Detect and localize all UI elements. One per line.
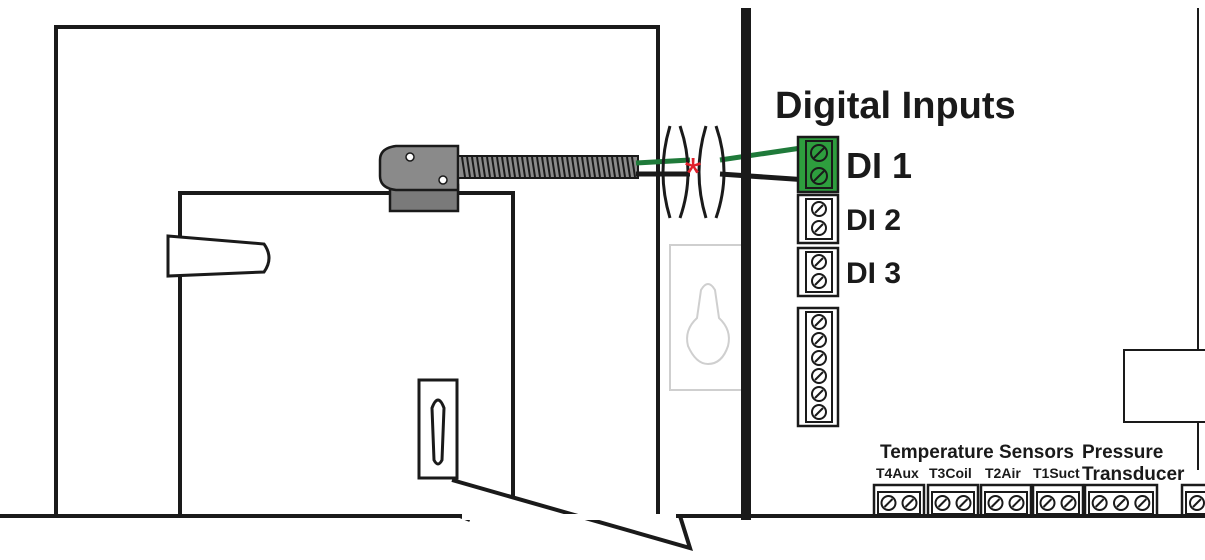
t4aux-label: T4Aux xyxy=(876,465,919,481)
terminal-screw-slot xyxy=(1137,498,1148,508)
cable-coil-line xyxy=(471,156,476,178)
cable-coil-line xyxy=(601,156,606,178)
cable-coil-line xyxy=(576,156,581,178)
terminal-screw-slot xyxy=(958,498,969,508)
terminal-screw-slot xyxy=(814,335,824,345)
cable-coil-line xyxy=(501,156,506,178)
terminal-screw-slot xyxy=(1011,498,1022,508)
mounting-keyhole-plate xyxy=(669,244,746,391)
cable-coil-line xyxy=(616,156,621,178)
di1-terminal-block xyxy=(796,135,840,194)
di3-terminal-block xyxy=(796,246,840,298)
terminal-screw-slot xyxy=(1192,498,1202,508)
cable-coil-line xyxy=(531,156,536,178)
cable-coil-line xyxy=(481,156,486,178)
cable-coil-line xyxy=(571,156,576,178)
cable-coil-line xyxy=(561,156,566,178)
terminal-screw-slot xyxy=(814,353,824,363)
cable-coil-line xyxy=(526,156,531,178)
t1suct-label: T1Suct xyxy=(1033,465,1080,481)
di2-label: DI 2 xyxy=(846,204,901,237)
temperature-sensors-title: Temperature Sensors xyxy=(880,442,1074,463)
terminal-screw-slot xyxy=(937,498,948,508)
terminal-screw-slot xyxy=(814,407,824,417)
cable-coil-line xyxy=(621,156,626,178)
cable-coil-line xyxy=(541,156,546,178)
cable-coil-line xyxy=(566,156,571,178)
cable-coil-line xyxy=(586,156,591,178)
di1-label: DI 1 xyxy=(846,145,912,186)
terminal-screw-slot xyxy=(883,498,894,508)
terminal-screw-slot xyxy=(814,317,824,327)
cable-coil-line xyxy=(466,156,471,178)
door-handle xyxy=(166,234,271,278)
cable-coil-line xyxy=(546,156,551,178)
t2air-label: T2Air xyxy=(985,465,1021,481)
t3coil-label: T3Coil xyxy=(929,465,972,481)
cable-coil-line xyxy=(516,156,521,178)
terminal-screw-slot xyxy=(1094,498,1105,508)
cable-coil-line xyxy=(581,156,586,178)
pressure-title: Pressure xyxy=(1082,442,1163,463)
door-latch xyxy=(417,378,459,480)
cable-coil-line xyxy=(626,156,631,178)
cable-coil-line xyxy=(521,156,526,178)
cable-coil-line xyxy=(551,156,556,178)
cable-coil-line xyxy=(591,156,596,178)
digital-inputs-title: Digital Inputs xyxy=(775,85,1016,127)
cable-coil-line xyxy=(536,156,541,178)
terminal-screw-slot xyxy=(814,389,824,399)
terminal-screw-slot xyxy=(1116,498,1126,508)
wire-break-symbol xyxy=(661,125,726,219)
transducer-label: Transducer xyxy=(1082,464,1185,485)
terminal-screw-slot xyxy=(1042,498,1053,508)
controller-enclosure xyxy=(741,8,1205,520)
terminal-screw-slot xyxy=(904,498,915,508)
cable-coil-line xyxy=(631,156,636,178)
wire-break-asterisk: * xyxy=(684,149,701,198)
cable-coil-line xyxy=(486,156,491,178)
cooler-wall xyxy=(54,25,660,516)
terminal-screw-slot xyxy=(990,498,1001,508)
terminal-screw-slot xyxy=(1063,498,1074,508)
terminal-screw-slot xyxy=(814,371,824,381)
door-switch-sensor xyxy=(378,144,460,213)
cable-coil-line xyxy=(606,156,611,178)
cable-coil-line xyxy=(491,156,496,178)
cable-coil-line xyxy=(611,156,616,178)
di3-label: DI 3 xyxy=(846,257,901,290)
cable-coil-line xyxy=(506,156,511,178)
bottom-terminal-strips xyxy=(872,483,1205,518)
cable-coil-line xyxy=(461,156,466,178)
cable-coil-line xyxy=(556,156,561,178)
cable-coil-line xyxy=(476,156,481,178)
six-pin-terminal-block xyxy=(796,306,840,428)
di2-terminal-block xyxy=(796,193,840,245)
cable-coil-line xyxy=(496,156,501,178)
armored-cable xyxy=(457,155,639,179)
cable-coil-line xyxy=(511,156,516,178)
cable-coil-line xyxy=(596,156,601,178)
